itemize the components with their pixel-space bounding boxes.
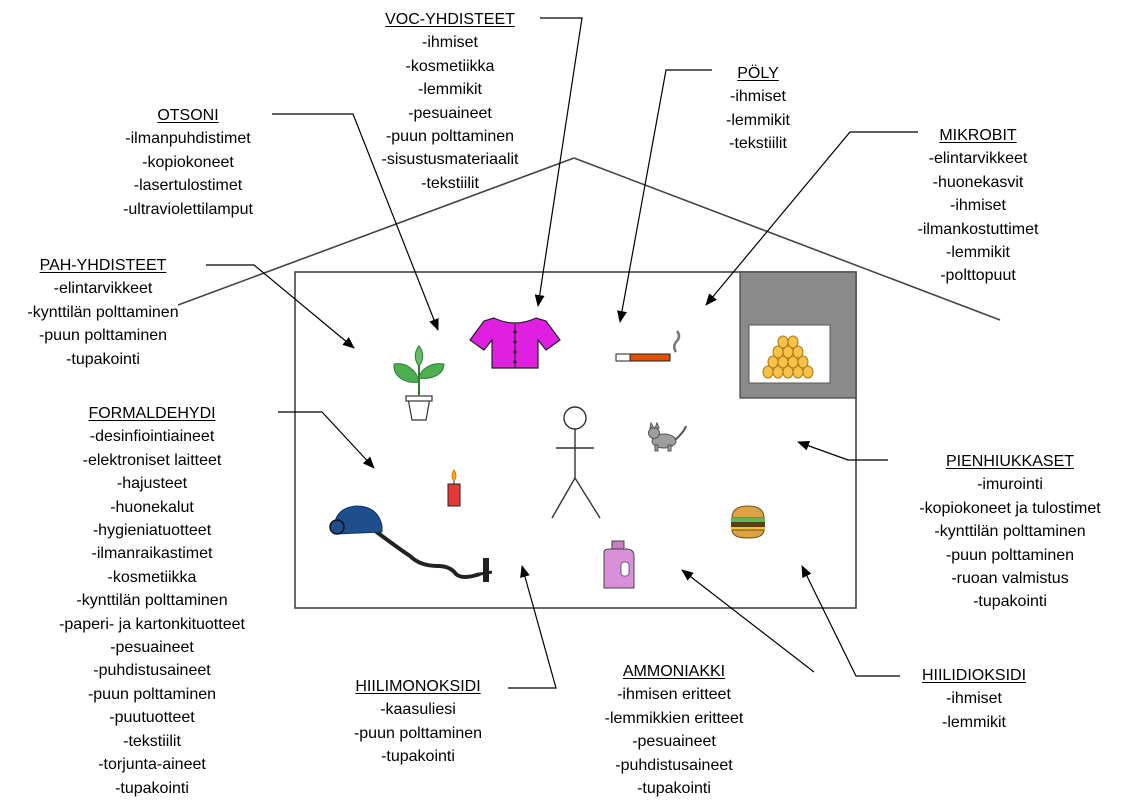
hiilimonoksidi-title: HIILIMONOKSIDI: [355, 678, 481, 695]
formaldehydi-item: -torjunta-aineet: [98, 756, 206, 774]
poly-item: -ihmiset: [729, 88, 786, 106]
arrow-hiilimonoksidi: [508, 565, 557, 689]
voc-item: -ihmiset: [421, 34, 478, 52]
hiilimonoksidi-item: -tupakointi: [381, 748, 455, 766]
mikrobit-title: MIKROBIT: [939, 127, 1017, 144]
formaldehydi-item: -hajusteet: [116, 475, 188, 493]
pah-item: -kynttilän polttaminen: [27, 303, 179, 321]
pienhiukkaset-title: PIENHIUKKASET: [945, 453, 1075, 470]
otsoni-item: -ilmanpuhdistimet: [125, 130, 251, 148]
hiilimonoksidi-item: -puun polttaminen: [353, 724, 483, 742]
pienhiukkaset-item: -kynttilän polttaminen: [934, 523, 1086, 541]
pah-item: -puun polttaminen: [38, 327, 168, 345]
pah-item: -tupakointi: [66, 350, 140, 368]
hiilidioksidi-group: HIILIDIOKSIDI -ihmiset -lemmikit: [902, 664, 1046, 734]
formaldehydi-item: -puutuotteet: [109, 709, 195, 727]
formaldehydi-item: -elektroniset laitteet: [82, 451, 222, 469]
hiilimonoksidi-item: -kaasuliesi: [380, 701, 456, 719]
ammoniakki-group: AMMONIAKKI -ihmisen eritteet -lemmikkien…: [574, 660, 774, 800]
poly-title: PÖLY: [737, 65, 779, 82]
mikrobit-item: -huonekasvit: [932, 173, 1024, 191]
arrow-otsoni: [272, 113, 439, 331]
otsoni-title: OTSONI: [157, 107, 219, 124]
ammoniakki-item: -ihmisen eritteet: [617, 686, 731, 704]
ammoniakki-title: AMMONIAKKI: [622, 663, 726, 680]
arrow-pah: [206, 264, 355, 349]
arrow-ammoniakki: [681, 569, 815, 673]
mikrobit-item: -polttopuut: [940, 267, 1016, 285]
voc-item: -sisustusmateriaalit: [381, 151, 519, 169]
arrow-mikrobit: [705, 131, 918, 306]
formaldehydi-item: -kosmetiikka: [107, 568, 197, 586]
ammoniakki-item: -puhdistusaineet: [615, 756, 733, 774]
cat-icon: [648, 421, 687, 452]
voc-item: -lemmikit: [418, 81, 482, 99]
formaldehydi-item: -desinfiointiaineet: [89, 428, 215, 446]
mikrobit-item: -ilmankostuttimet: [917, 220, 1039, 238]
formaldehydi-group: FORMALDEHYDI -desinfiointiaineet -elektr…: [30, 402, 274, 800]
fireplace-icon: [739, 271, 857, 399]
formaldehydi-item: -ilmanraikastimet: [91, 545, 213, 563]
hiilidioksidi-title: HIILIDIOKSIDI: [921, 667, 1027, 684]
house-outline-icon: [177, 157, 1001, 609]
mikrobit-item: -ihmiset: [949, 197, 1006, 215]
hiilidioksidi-item: -lemmikit: [942, 713, 1006, 731]
mikrobit-group: MIKROBIT -elintarvikkeet -huonekasvit -i…: [880, 124, 1076, 288]
voc-item: -pesuaineet: [408, 104, 492, 122]
pienhiukkaset-group: PIENHIUKKASET -imurointi -kopiokoneet ja…: [888, 450, 1132, 614]
pah-item: -elintarvikkeet: [53, 280, 153, 298]
pienhiukkaset-item: -puun polttaminen: [945, 546, 1075, 564]
voc-title: VOC-YHDISTEET: [385, 11, 515, 28]
pah-title: PAH-YHDISTEET: [39, 257, 167, 274]
pienhiukkaset-item: -tupakointi: [973, 593, 1047, 611]
poly-item: -tekstiilit: [729, 135, 787, 153]
person-icon: [551, 406, 601, 519]
formaldehydi-item: -paperi- ja kartonkituotteet: [59, 615, 245, 633]
voc-group: VOC-YHDISTEET -ihmiset -kosmetiikka -lem…: [343, 8, 557, 195]
voc-item: -puun polttaminen: [385, 128, 515, 146]
voc-item: -tekstiilit: [421, 174, 479, 192]
pah-group: PAH-YHDISTEET -elintarvikkeet -kynttilän…: [0, 254, 206, 371]
arrow-formaldehydi: [278, 411, 375, 469]
arrow-voc: [534, 17, 583, 307]
pienhiukkaset-item: -imurointi: [977, 476, 1043, 494]
mikrobit-item: -elintarvikkeet: [928, 150, 1028, 168]
formaldehydi-item: -puun polttaminen: [87, 685, 217, 703]
voc-item: -kosmetiikka: [405, 57, 495, 75]
poly-item: -lemmikit: [726, 111, 790, 129]
otsoni-item: -lasertulostimet: [133, 177, 243, 195]
formaldehydi-item: -tupakointi: [115, 779, 189, 797]
formaldehydi-item: -huonekalut: [110, 498, 194, 516]
arrow-pienhiukkaset: [797, 441, 888, 461]
formaldehydi-title: FORMALDEHYDI: [88, 405, 216, 422]
formaldehydi-item: -hygieniatuotteet: [92, 522, 212, 540]
ammoniakki-item: -lemmikkien eritteet: [604, 709, 744, 727]
poly-group: PÖLY -ihmiset -lemmikit -tekstiilit: [698, 62, 818, 156]
arrow-hiilidioksidi: [801, 565, 900, 677]
otsoni-group: OTSONI -ilmanpuhdistimet -kopiokoneet -l…: [78, 104, 298, 221]
detergent-bottle-icon: [603, 540, 635, 589]
arrow-poly: [617, 69, 712, 323]
formaldehydi-item: -pesuaineet: [110, 639, 194, 657]
vacuum-cleaner-icon: [329, 505, 493, 582]
hiilimonoksidi-group: HIILIMONOKSIDI -kaasuliesi -puun polttam…: [330, 675, 506, 769]
pienhiukkaset-item: -ruoan valmistus: [951, 570, 1069, 588]
candle-icon: [447, 469, 461, 507]
plant-icon: [393, 345, 445, 421]
otsoni-item: -kopiokoneet: [142, 153, 234, 171]
formaldehydi-item: -puhdistusaineet: [93, 662, 211, 680]
ammoniakki-item: -tupakointi: [637, 780, 711, 798]
cigarette-icon: [615, 330, 681, 362]
shirt-icon: [469, 317, 561, 369]
ammoniakki-item: -pesuaineet: [632, 733, 716, 751]
mikrobit-item: -lemmikit: [946, 244, 1010, 262]
formaldehydi-item: -tekstiilit: [123, 732, 181, 750]
pienhiukkaset-item: -kopiokoneet ja tulostimet: [919, 499, 1101, 517]
formaldehydi-item: -kynttilän polttaminen: [76, 592, 228, 610]
burger-icon: [731, 505, 765, 539]
otsoni-item: -ultraviolettilamput: [123, 200, 253, 218]
hiilidioksidi-item: -ihmiset: [945, 690, 1002, 708]
